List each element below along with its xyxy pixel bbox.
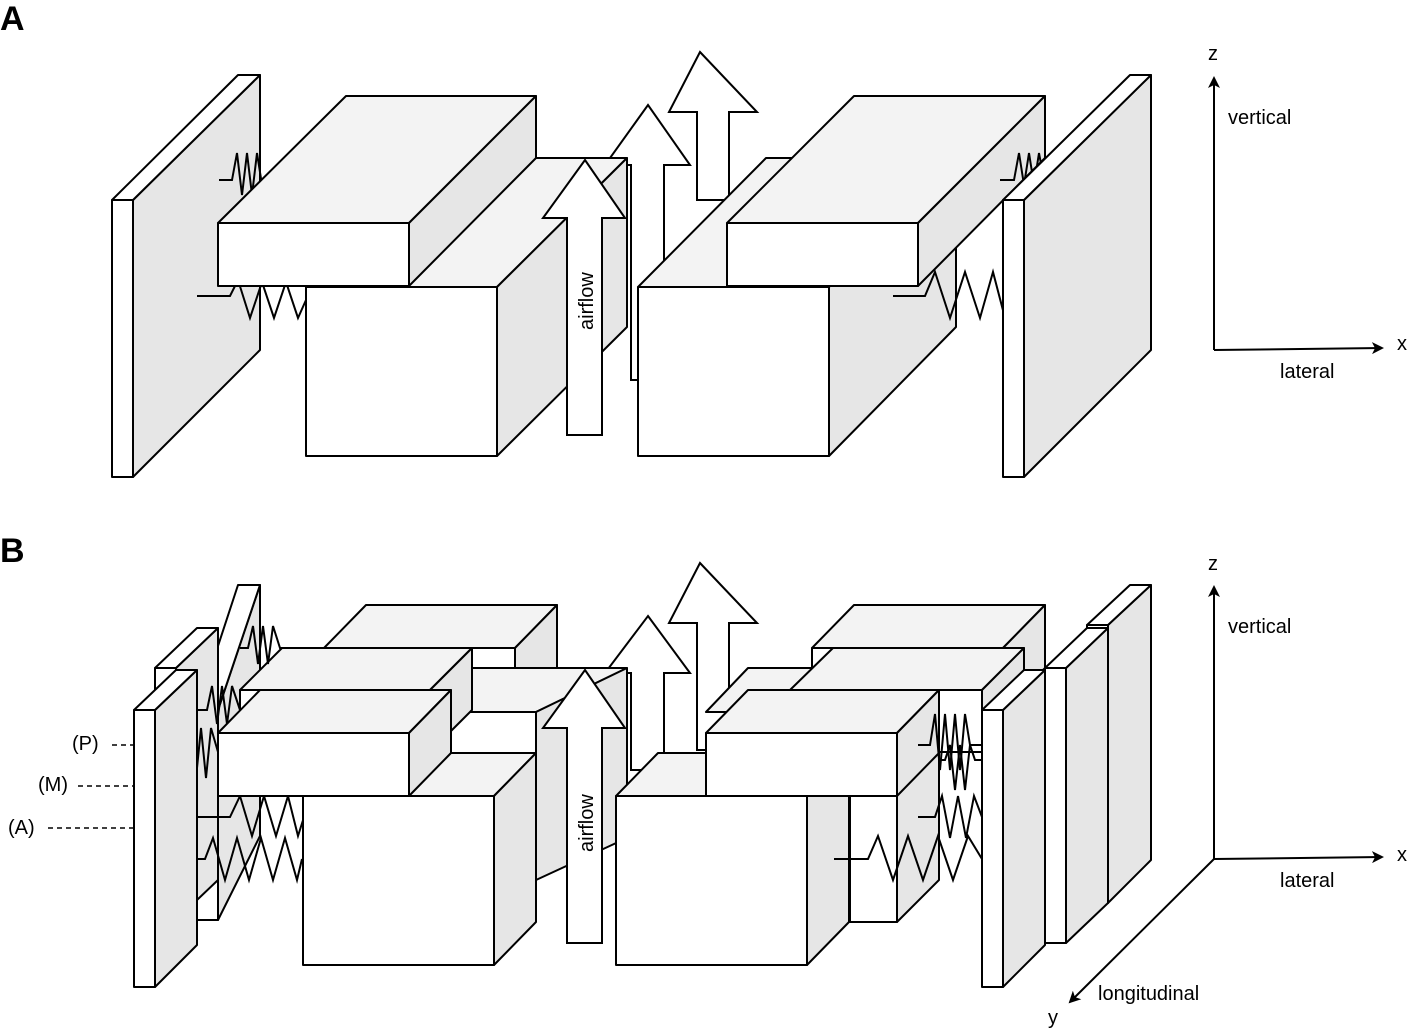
right-plate-front (981, 669, 1046, 988)
layer-label-a: (A) (8, 817, 35, 839)
y-axis-label-b: y (1048, 1007, 1058, 1029)
airflow-arrow-front-b (541, 668, 627, 944)
airflow-label-b: airflow (576, 794, 598, 852)
airflow-arrow-back-right (667, 50, 760, 201)
spring-lower-right (893, 268, 1013, 322)
axes-a: z x vertical lateral (1208, 43, 1407, 383)
airflow-arrow-front (541, 158, 627, 436)
right-upper-block (726, 95, 1046, 287)
right-plate-mid (1044, 627, 1109, 944)
panel-b-label: B (0, 532, 25, 570)
spring-upper-left (219, 152, 267, 196)
right-upper-block-front (705, 689, 940, 797)
x-axis-label-b: x (1397, 844, 1407, 866)
left-upper-block-front (217, 689, 452, 797)
left-plate-front (133, 669, 198, 988)
right-side-plate (1002, 74, 1152, 478)
vertical-label: vertical (1228, 107, 1291, 129)
panel-b: B (0, 532, 1407, 1029)
z-axis-label: z (1208, 43, 1218, 65)
vertical-label-b: vertical (1228, 616, 1291, 638)
airflow-label: airflow (576, 272, 598, 330)
layer-label-m: (M) (38, 774, 68, 796)
layer-label-p: (P) (72, 733, 99, 755)
longitudinal-label-b: longitudinal (1098, 983, 1199, 1005)
z-axis-label-b: z (1208, 553, 1218, 575)
left-upper-block (217, 95, 537, 287)
lateral-label: lateral (1280, 361, 1334, 383)
lateral-label-b: lateral (1280, 870, 1334, 892)
layer-labels: (P) (M) (A) (8, 733, 134, 839)
x-axis-label: x (1397, 333, 1407, 355)
panel-a-label: A (0, 0, 25, 38)
axes-b: z x y vertical lateral longitudinal (1048, 553, 1407, 1029)
spring-upper-right (1000, 152, 1045, 186)
left-side-plate (111, 74, 261, 478)
springs-right-b (834, 713, 983, 884)
panel-a: A (0, 0, 1407, 478)
